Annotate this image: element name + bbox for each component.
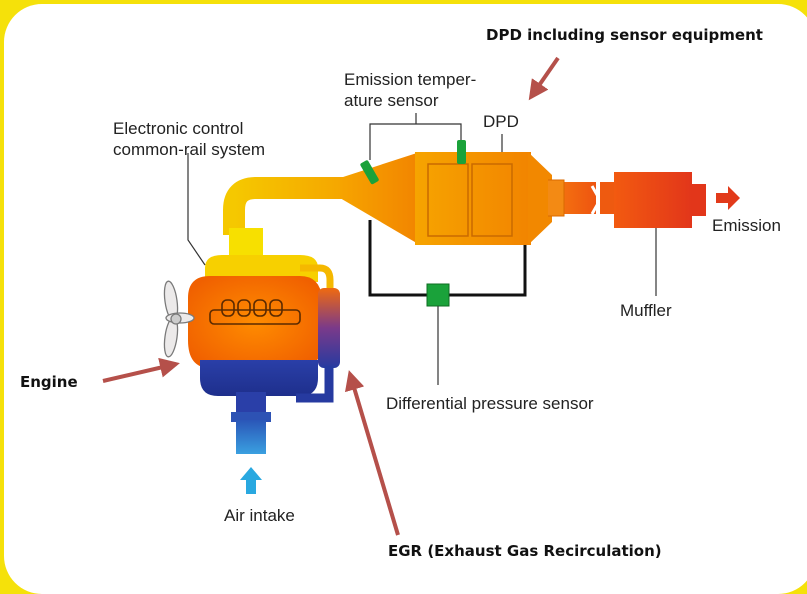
diagram-canvas: DPD including sensor equipment Emission … [4,4,807,594]
dpd-equipment-label: DPD including sensor equipment [486,26,763,44]
emission-arrow-icon [716,186,740,210]
ecu-leader [187,153,206,266]
dpd-label: DPD [483,112,519,131]
air-intake-label: Air intake [224,506,295,525]
muffler-label: Muffler [620,301,672,320]
white-panel [4,4,807,594]
air-intake-arrow-icon [240,467,262,494]
egr-cooler [296,288,340,403]
emission-sensor-label-1: Emission temper- [344,70,476,89]
air-intake-pipe [231,392,271,454]
temperature-sensor-right [457,128,466,164]
dpd-unit [340,152,620,245]
sensor-leader-bracket [369,113,462,128]
ecu-label-2: common-rail system [113,140,265,159]
fan-icon [163,280,195,358]
ecu-label-1: Electronic control [113,119,243,138]
emission-sensor-label-2: ature sensor [344,91,439,110]
differential-pressure-sensor [426,283,450,307]
exhaust-pipe [223,177,355,235]
emission-label: Emission [712,216,781,235]
dpd-system-diagram: DPD including sensor equipment Emission … [20,26,781,560]
egr-label: EGR (Exhaust Gas Recirculation) [388,542,662,560]
diff-pressure-label: Differential pressure sensor [386,394,594,413]
engine-label: Engine [20,373,78,391]
engine [188,228,334,396]
temperature-sensor-left [360,128,379,185]
egr-annotation-arrow [344,370,400,536]
engine-annotation-arrow [102,357,180,383]
dpd-annotation-arrow [528,56,560,101]
muffler [614,172,706,296]
